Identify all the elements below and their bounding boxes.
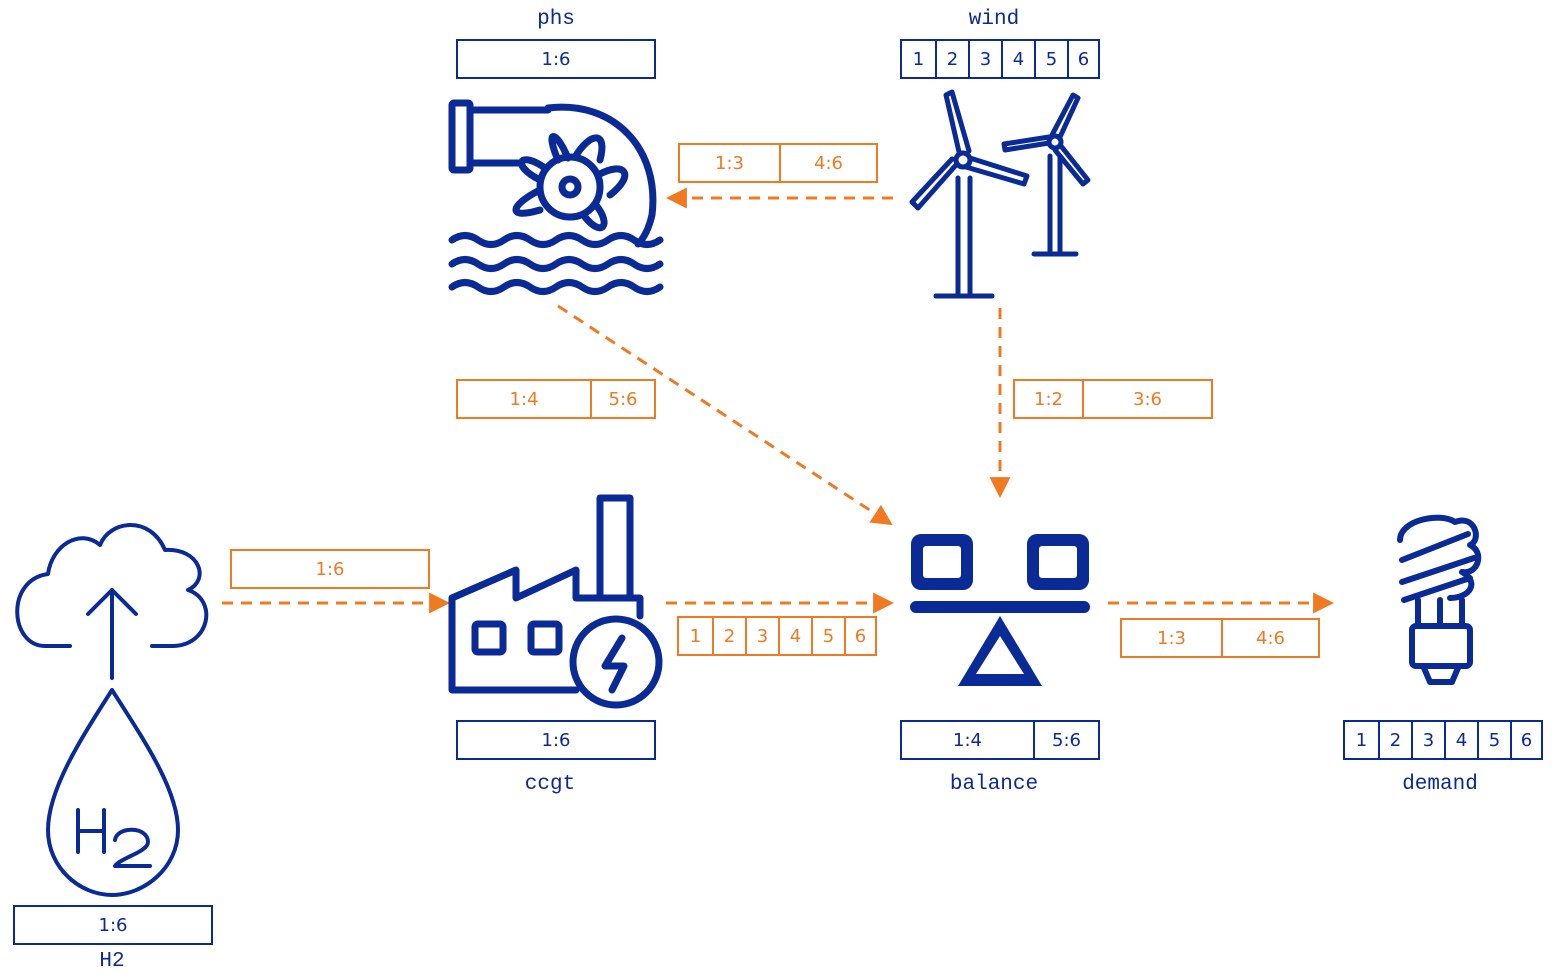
timestep-cell: 1:2 <box>1034 388 1063 410</box>
timestep-cell: 4:6 <box>1221 620 1318 656</box>
edge-box-ccgt-balance: 1 2 3 4 5 6 <box>677 616 877 656</box>
timestep-cell: 5 <box>811 618 844 654</box>
power-plant-icon <box>448 494 663 709</box>
timestep-cell: 5:6 <box>590 381 654 417</box>
edge-box-phs-balance: 1:4 5:6 <box>456 379 656 419</box>
timestep-cell: 5 <box>1034 41 1067 77</box>
node-label-h2: H2 <box>99 950 125 973</box>
timestep-cell: 4 <box>1444 722 1477 758</box>
node-label-phs: phs <box>537 8 575 31</box>
edge-phs-balance <box>557 304 893 526</box>
timestep-cell: 5:6 <box>1033 722 1098 758</box>
timestep-cell: 4 <box>778 618 811 654</box>
timestep-cell: 6 <box>1510 722 1541 758</box>
timestep-box-wind: 1 2 3 4 5 6 <box>900 39 1100 79</box>
edge-box-h2-ccgt: 1:6 <box>230 549 430 589</box>
timestep-cell: 3 <box>745 618 778 654</box>
light-bulb-icon <box>1397 514 1482 685</box>
timestep-cell: 6 <box>844 618 875 654</box>
timestep-cell: 4 <box>1001 41 1034 77</box>
timestep-cell: 1:4 <box>509 388 539 410</box>
timestep-box-balance: 1:4 5:6 <box>900 720 1100 760</box>
timestep-cell: 3 <box>1411 722 1444 758</box>
timestep-cell: 2 <box>1378 722 1411 758</box>
edge-box-wind-phs: 1:3 4:6 <box>678 143 878 183</box>
timestep-cell: 3:6 <box>1082 381 1211 417</box>
timestep-cell: 1 <box>1355 729 1368 751</box>
timestep-cell: 6 <box>1067 41 1098 77</box>
edge-box-wind-balance: 1:2 3:6 <box>1013 379 1213 419</box>
timestep-cell: 4:6 <box>779 145 876 181</box>
timestep-cell: 5 <box>1477 722 1510 758</box>
timestep-box-phs: 1:6 <box>456 39 656 79</box>
timestep-cell: 1:3 <box>1157 627 1186 649</box>
timestep-cell: 1:6 <box>315 558 345 580</box>
timestep-cell: 2 <box>935 41 968 77</box>
timestep-cell: 1 <box>912 48 925 70</box>
node-label-balance: balance <box>949 773 1039 796</box>
timestep-cell: 2 <box>712 618 745 654</box>
edge-box-balance-demand: 1:3 4:6 <box>1120 618 1320 658</box>
node-label-wind: wind <box>968 8 1020 31</box>
timestep-cell: 1:4 <box>953 729 982 751</box>
pumped-hydro-icon <box>448 99 664 295</box>
hydrogen-cloud-icon <box>15 523 209 897</box>
timestep-cell: 3 <box>968 41 1001 77</box>
edges <box>222 187 1335 614</box>
node-label-demand: demand <box>1402 773 1478 796</box>
timestep-cell: 1:3 <box>715 152 744 174</box>
node-label-ccgt: ccgt <box>524 773 576 796</box>
timestep-box-h2: 1:6 <box>13 905 213 945</box>
balance-scale-icon <box>910 534 1090 686</box>
timestep-cell: 1:6 <box>541 48 571 70</box>
timestep-cell: 1:6 <box>98 914 128 936</box>
timestep-box-demand: 1 2 3 4 5 6 <box>1343 720 1543 760</box>
timestep-cell: 1:6 <box>541 729 571 751</box>
timestep-cell: 1 <box>689 625 702 647</box>
timestep-box-ccgt: 1:6 <box>456 720 656 760</box>
wind-turbine-icon <box>909 89 1091 299</box>
